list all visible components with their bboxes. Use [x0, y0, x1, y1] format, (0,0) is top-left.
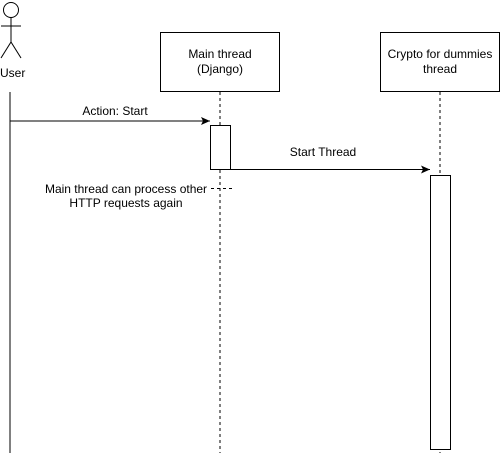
participant-crypto-thread-line2: thread: [422, 62, 458, 76]
actor-head: [3, 2, 19, 18]
participant-crypto-thread-line1: Crypto for dummies: [387, 47, 493, 61]
actor-right-leg: [10, 41, 22, 59]
note-line2: HTTP requests again: [69, 196, 183, 210]
note-line1: Main thread can process other: [44, 182, 208, 196]
participant-main-thread-line2: (Django): [196, 62, 244, 76]
participant-main-thread: Main thread (Django): [160, 32, 280, 92]
participant-crypto-thread: Crypto for dummies thread: [380, 32, 500, 92]
actor-label: User: [0, 66, 26, 80]
message-start-thread-label: Start Thread: [289, 145, 357, 159]
note-text: Main thread can process other HTTP reque…: [28, 182, 224, 210]
message-action-start-label: Action: Start: [82, 104, 148, 118]
actor-left-leg: [0, 41, 12, 59]
crypto-thread-activation: [430, 175, 451, 450]
main-thread-activation: [210, 125, 231, 170]
participant-main-thread-line1: Main thread: [188, 47, 252, 61]
actor-figure: [0, 2, 22, 59]
